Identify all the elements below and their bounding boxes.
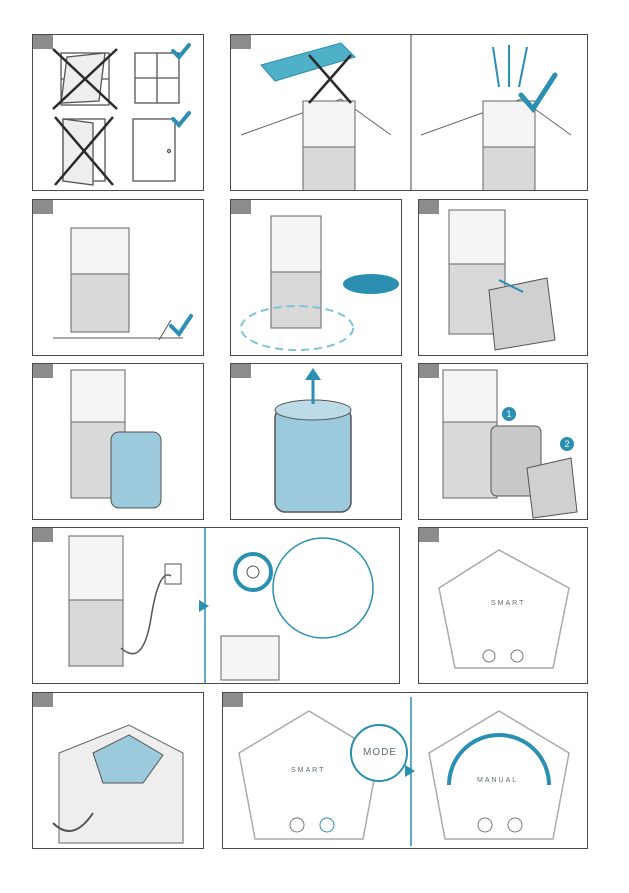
window-door-illustration: [33, 35, 204, 191]
panel-insert-filter: 1 2: [418, 363, 588, 520]
panel-remove-cover: [418, 199, 588, 356]
smart-label: SMART: [291, 767, 325, 774]
mode-label: MODE: [363, 747, 397, 758]
filter-out-illustration: [33, 364, 204, 520]
mode-button-icon: [508, 818, 522, 832]
mode-button-icon: [511, 650, 523, 662]
check-icon: [173, 45, 189, 125]
panel-clearance: [230, 199, 402, 356]
power-icon: [478, 818, 492, 832]
power-icon: [483, 650, 495, 662]
top-view-illustration: [33, 693, 204, 849]
panel-ceiling-placement: [230, 34, 588, 191]
plug-in-illustration: [33, 528, 400, 684]
floor-illustration: [33, 200, 204, 356]
unwrap-filter-illustration: [231, 364, 402, 520]
power-icon: [290, 818, 304, 832]
panel-filter-out: [32, 363, 204, 520]
play-icon: [405, 765, 415, 777]
mode-switch-illustration: [223, 693, 588, 849]
device-placement-illustration: [231, 35, 588, 191]
panel-mode-switch: SMART MODE MANUAL: [222, 692, 588, 849]
panel-top-view: [32, 692, 204, 849]
panel-unwrap-filter: [230, 363, 402, 520]
panel-floor-level: [32, 199, 204, 356]
arrow-icon: [493, 45, 527, 87]
device: [303, 101, 355, 191]
remove-cover-illustration: [419, 200, 588, 356]
panel-smart-display: SMART: [418, 527, 588, 684]
manual-label: MANUAL: [477, 777, 518, 784]
panel-plug-in: [32, 527, 400, 684]
check-icon: [521, 75, 555, 109]
step-one-label: 1: [506, 409, 511, 419]
insert-filter-illustration: 1 2: [419, 364, 588, 520]
step-two-label: 2: [564, 439, 569, 449]
smart-label: SMART: [491, 600, 525, 607]
clearance-illustration: [231, 200, 402, 356]
mode-button-icon: [320, 818, 334, 832]
play-icon: [199, 600, 209, 612]
check-icon: [171, 316, 191, 334]
panel-window-placement: [32, 34, 204, 191]
device: [483, 101, 535, 191]
